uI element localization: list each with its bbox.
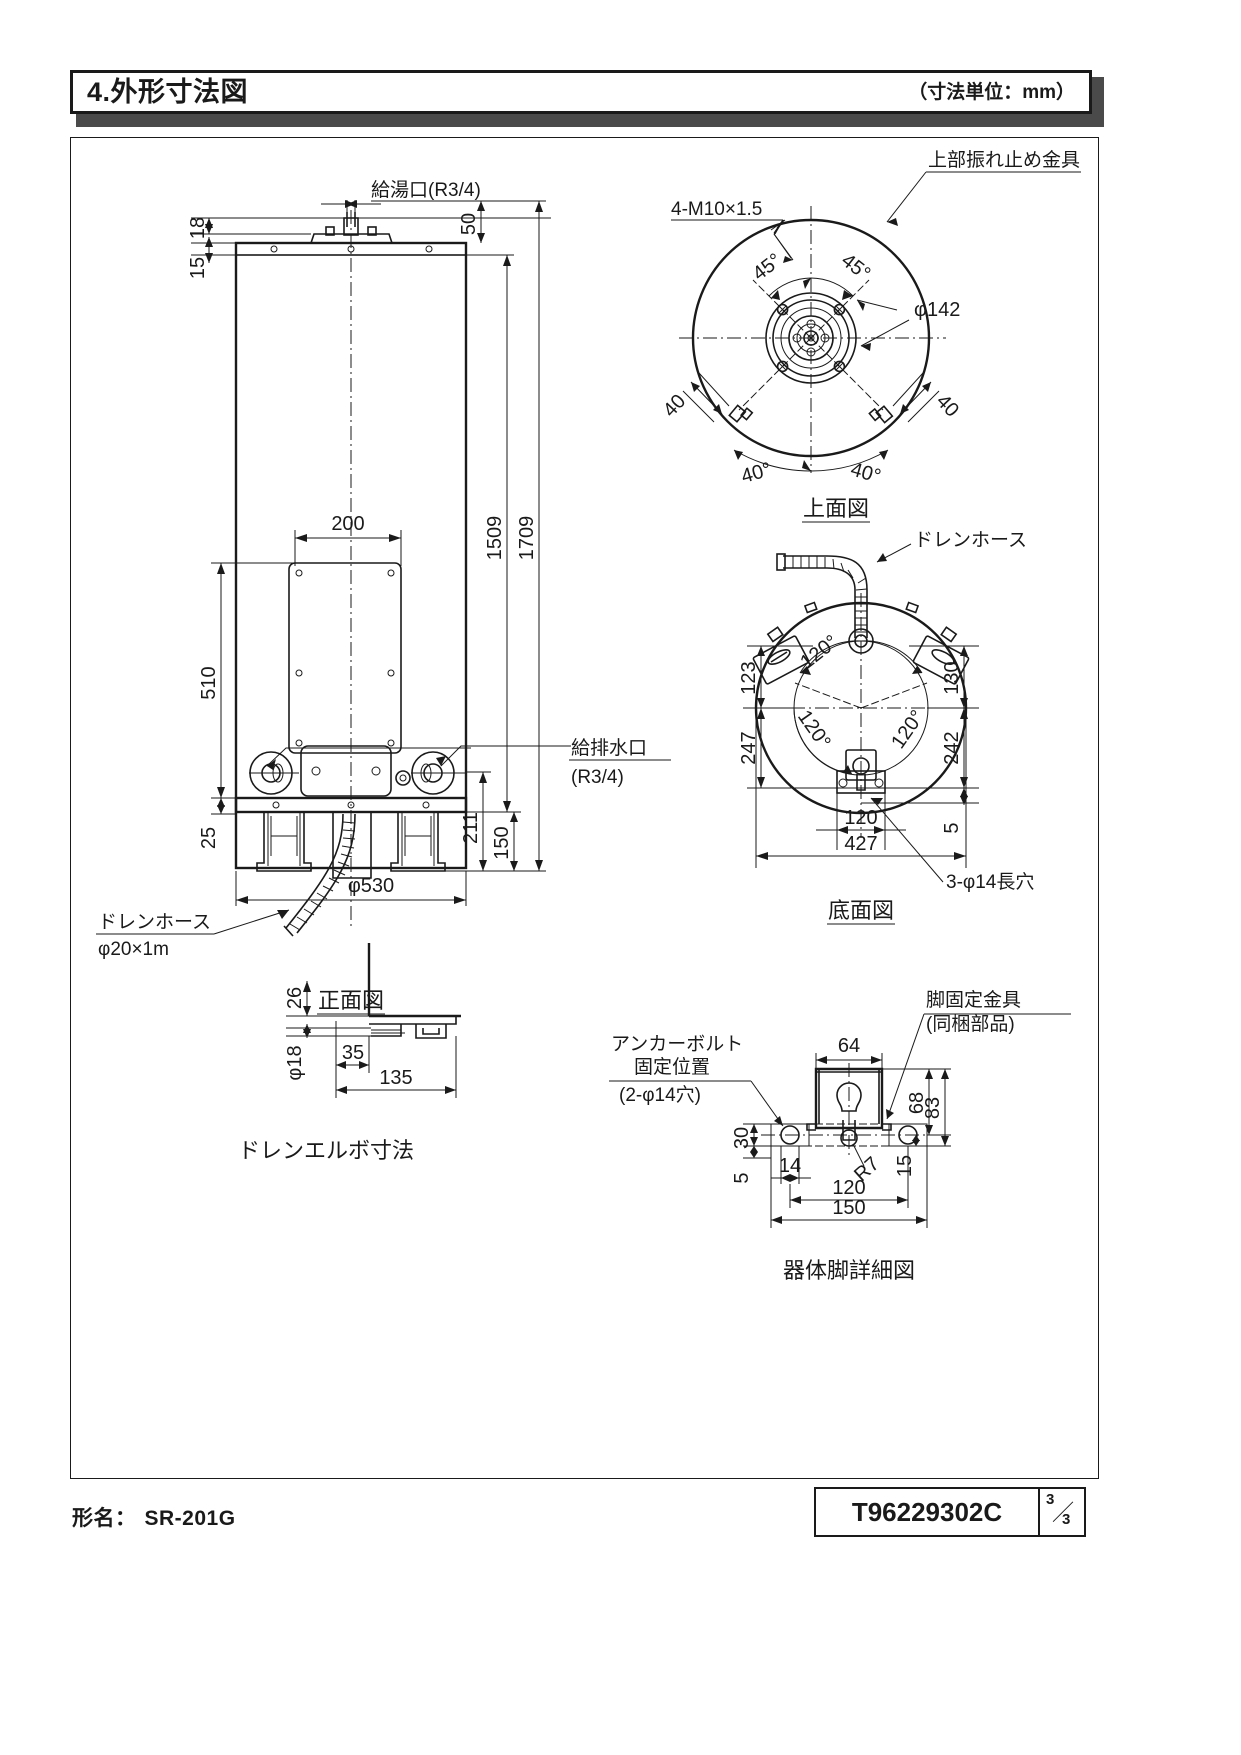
dim-150: 150 xyxy=(491,826,513,859)
dim-150-leg: 150 xyxy=(832,1197,865,1219)
top-sway-brackets xyxy=(728,404,894,424)
model-label: 形名： xyxy=(72,1507,137,1530)
section-header: 4.外形寸法図 （寸法単位：mm） xyxy=(70,70,1104,127)
bottom-view-group: ドレンホース xyxy=(738,530,1034,925)
dim-510: 510 xyxy=(198,666,220,699)
dim-40deg-left: 40° xyxy=(739,458,774,487)
label-water-supply-drain-size: (R3/4) xyxy=(571,767,624,788)
dim-40-left: 40 xyxy=(659,390,690,421)
dim-64: 64 xyxy=(838,1035,860,1057)
dim-35: 35 xyxy=(342,1042,364,1064)
model-name: 形名： SR-201G xyxy=(72,1502,236,1532)
dim-40-right: 40 xyxy=(932,390,963,421)
label-leg-bracket: 脚固定金具 xyxy=(926,989,1021,1011)
dim-68: 68 xyxy=(906,1092,928,1114)
dim-50: 50 xyxy=(458,213,480,235)
unit-note: （寸法単位：mm） xyxy=(908,81,1075,103)
label-upper-bracket: 上部振れ止め金具 xyxy=(928,149,1080,171)
dim-5-bottom: 5 xyxy=(941,822,963,833)
dim-120deg-top: 120° xyxy=(796,631,842,674)
dim-15-leg: 15 xyxy=(894,1155,916,1177)
label-hot-water-outlet: 給湯口(R3/4) xyxy=(371,179,481,201)
page-slash: ／ xyxy=(1052,1500,1075,1525)
dim-15: 15 xyxy=(187,257,209,279)
front-leg-left xyxy=(256,812,312,872)
dim-120deg-right: 120° xyxy=(887,706,929,753)
dim-123: 123 xyxy=(738,661,760,694)
dim-45-left: 45° xyxy=(749,249,786,285)
dim-247: 247 xyxy=(738,731,760,764)
front-view-group: 18 15 給湯口(R3/4) 50 xyxy=(96,179,671,1015)
label-slots: 3-φ14長穴 xyxy=(946,871,1034,893)
model-value: SR-201G xyxy=(144,1507,236,1530)
technical-drawing-canvas: 18 15 給湯口(R3/4) 50 xyxy=(96,149,1081,1283)
leg-detail-view-title: 器体脚詳細図 xyxy=(783,1258,915,1283)
dim-phi530: φ530 xyxy=(348,875,394,897)
top-dim-40-left: 40 xyxy=(659,372,730,423)
dim-phi18: φ18 xyxy=(284,1045,306,1080)
front-view-title: 正面図 xyxy=(318,988,384,1013)
dim-427: 427 xyxy=(844,833,877,855)
dim-120: 120 xyxy=(844,807,877,829)
document-number: T96229302C xyxy=(814,1487,1040,1537)
leg-detail-view-group: 64 68 83 15 xyxy=(609,989,1071,1283)
drain-elbow-view-title: ドレンエルボ寸法 xyxy=(238,1138,414,1163)
top-dim-40-right: 40 xyxy=(892,372,963,423)
page-current: 3 xyxy=(1046,1491,1055,1508)
dim-30: 30 xyxy=(731,1127,753,1149)
dim-120deg-left: 120° xyxy=(793,706,835,753)
dim-26: 26 xyxy=(284,987,306,1009)
dim-130: 130 xyxy=(941,661,963,694)
dim-1709: 1709 xyxy=(516,516,538,561)
dim-phi142: φ142 xyxy=(914,299,960,321)
label-anchor-bolt-pos: 固定位置 xyxy=(634,1056,710,1078)
front-leg-right xyxy=(390,812,446,872)
label-leg-bracket-note: (同梱部品) xyxy=(926,1013,1015,1035)
header-box: 4.外形寸法図 （寸法単位：mm） xyxy=(70,70,1092,114)
dim-83: 83 xyxy=(922,1097,944,1119)
dim-18: 18 xyxy=(187,217,209,239)
label-water-supply-drain: 給排水口 xyxy=(571,737,647,759)
drawing-frame: 18 15 給湯口(R3/4) 50 xyxy=(70,137,1099,1479)
label-anchor-bolt-holes: (2-φ14穴) xyxy=(619,1084,701,1106)
bottom-slot-right xyxy=(912,635,970,685)
label-drain-hose-size: φ20×1m xyxy=(98,939,169,960)
top-view-group: 45° 45° φ142 4-M10×1.5 xyxy=(659,149,1081,523)
dim-1509: 1509 xyxy=(484,516,506,561)
page-title: 4.外形寸法図 xyxy=(87,76,249,107)
top-view-title: 上面図 xyxy=(803,496,869,521)
bottom-slot-left xyxy=(752,635,810,685)
dim-200: 200 xyxy=(331,513,364,535)
dim-120-leg: 120 xyxy=(832,1177,865,1199)
label-drain-hose-bottom: ドレンホース xyxy=(914,530,1027,551)
label-drain-hose-front: ドレンホース xyxy=(98,912,211,933)
dim-25: 25 xyxy=(198,827,220,849)
dim-135: 135 xyxy=(379,1067,412,1089)
dim-14: 14 xyxy=(779,1155,801,1177)
dim-40deg-right: 40° xyxy=(848,458,883,487)
label-4-m10: 4-M10×1.5 xyxy=(671,199,762,220)
page-total: 3 xyxy=(1062,1511,1071,1528)
dim-242: 242 xyxy=(941,731,963,764)
bottom-slot-bottom xyxy=(836,749,886,794)
bottom-view-title: 底面図 xyxy=(828,898,894,923)
page-indicator: 3 ／ 3 xyxy=(1038,1487,1086,1537)
dim-5-leg: 5 xyxy=(731,1172,753,1183)
drain-elbow-view-group: 26 φ18 35 135 xyxy=(238,943,461,1163)
dim-211: 211 xyxy=(460,812,482,844)
label-anchor-bolt: アンカーボルト xyxy=(611,1033,743,1055)
